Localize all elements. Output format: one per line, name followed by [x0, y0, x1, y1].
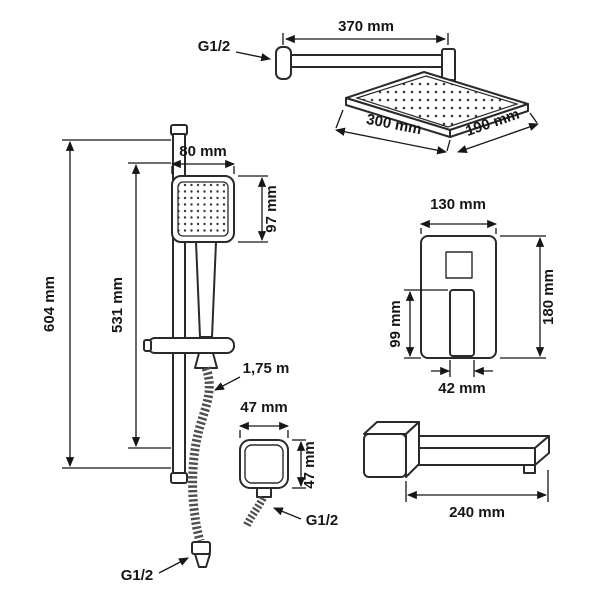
- spout-tube-front: [405, 447, 536, 466]
- dim-label-mixer-handle-width: 42 mm: [438, 380, 486, 397]
- arm-thread-label: G1/2: [198, 38, 231, 55]
- dim-mixer-handle-length: 99 mm: [387, 289, 448, 359]
- dim-label-rail-total: 604 mm: [41, 276, 58, 332]
- dim-outlet-height: 47 mm: [292, 439, 318, 489]
- dim-rail-total: 604 mm: [41, 139, 171, 469]
- spout-drawing: [363, 421, 550, 478]
- dim-label-spout-length: 240 mm: [449, 504, 505, 521]
- dim-label-mixer-height: 180 mm: [540, 269, 557, 325]
- rail-bottom-cap: [170, 472, 188, 484]
- dim-outlet-width: 47 mm: [238, 399, 290, 438]
- label-arm-thread: G1/2: [198, 38, 272, 62]
- dim-label-outlet-height: 47 mm: [301, 441, 318, 489]
- dim-mixer-height: 180 mm: [500, 235, 557, 359]
- hose-drawing: [188, 366, 214, 568]
- dim-spout-length: 240 mm: [405, 470, 549, 521]
- dim-label-mixer-width: 130 mm: [430, 196, 486, 213]
- slider-bracket: [147, 337, 235, 354]
- dim-hand-width: 80 mm: [170, 143, 236, 174]
- arm-wall-flange: [275, 46, 292, 80]
- dim-label-outlet-width: 47 mm: [240, 399, 288, 416]
- mixer-drawing: [420, 235, 497, 359]
- arm-bar: [290, 54, 443, 68]
- arm-elbow: [441, 48, 456, 83]
- slider-knob: [143, 339, 152, 352]
- hand-shower-drawing: [143, 175, 235, 369]
- label-outlet-thread: G1/2: [273, 507, 339, 529]
- spout-flange-front: [363, 433, 407, 478]
- dim-hand-height: 97 mm: [238, 175, 280, 243]
- dim-mixer-width: 130 mm: [419, 196, 498, 234]
- hose-thread-label: G1/2: [121, 567, 154, 584]
- dim-arm-length: 370 mm: [282, 18, 449, 45]
- mixer-diverter: [445, 251, 473, 279]
- spout-nozzle: [523, 464, 536, 474]
- label-hose-thread: G1/2: [121, 557, 189, 584]
- shower-head-drawing: [345, 71, 529, 138]
- shower-head-nozzle-field: [355, 75, 519, 128]
- mixer-handle: [449, 289, 475, 357]
- wall-outlet-inner: [244, 444, 284, 484]
- handle-hose-fitting: [194, 352, 218, 369]
- outlet-thread-label: G1/2: [306, 512, 339, 529]
- hose-connector-tip: [194, 553, 211, 568]
- shower-arm-drawing: [275, 46, 456, 89]
- dim-label-rail-bar: 531 mm: [109, 277, 126, 333]
- shower-hose: [188, 366, 214, 543]
- wall-outlet-hose: [242, 496, 267, 529]
- wall-outlet-stub: [256, 487, 272, 498]
- dim-label-hand-height: 97 mm: [263, 185, 280, 233]
- hose-length-label: 1,75 m: [243, 360, 290, 377]
- hand-shower-handle: [195, 241, 217, 338]
- dim-rail-bar: 531 mm: [109, 162, 171, 449]
- dim-label-mixer-handle-length: 99 mm: [387, 300, 404, 348]
- hose-connector-nut: [191, 541, 211, 555]
- dim-label-hand-width: 80 mm: [179, 143, 227, 160]
- dim-mixer-handle-width: 42 mm: [431, 360, 493, 397]
- hand-shower-nozzle-field: [177, 181, 229, 237]
- spout-tube-top: [405, 435, 550, 449]
- dim-label-arm-length: 370 mm: [338, 18, 394, 35]
- label-hose-length: 1,75 m: [214, 360, 290, 391]
- wall-outlet-drawing: [239, 439, 289, 529]
